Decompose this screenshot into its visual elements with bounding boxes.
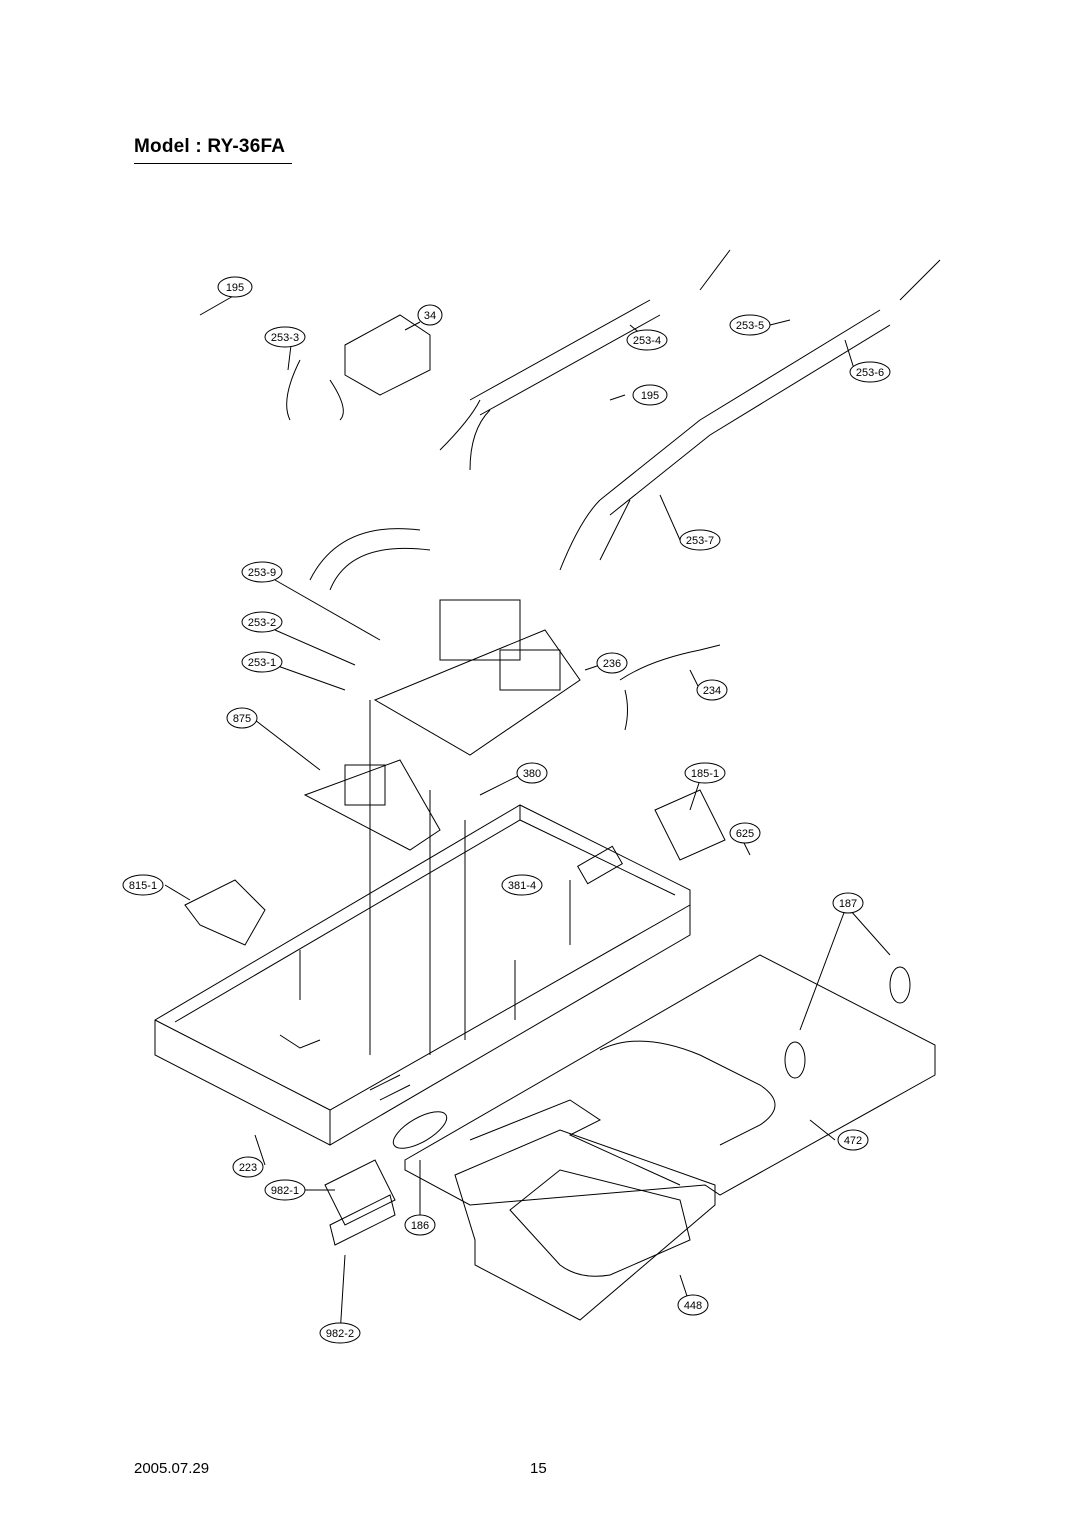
callout-234: 234 (696, 679, 728, 701)
callout-253-1: 253-1 (241, 651, 283, 673)
callout-34: 34 (417, 304, 443, 326)
svg-text:875: 875 (233, 713, 251, 725)
terminal-block (184, 879, 266, 946)
svg-text:815-1: 815-1 (129, 880, 157, 892)
callout-253-9: 253-9 (241, 561, 283, 583)
svg-text:253-6: 253-6 (856, 367, 884, 379)
callout-875: 875 (226, 707, 258, 729)
sub-pcb (303, 759, 441, 851)
svg-text:34: 34 (424, 310, 436, 322)
chassis-tray (154, 804, 691, 1146)
svg-text:253-7: 253-7 (686, 535, 714, 547)
svg-text:223: 223 (239, 1162, 257, 1174)
callout-236: 236 (596, 652, 628, 674)
page-number: 15 (530, 1460, 547, 1477)
page-title: Model : RY-36FA (134, 136, 286, 157)
svg-text:195: 195 (641, 390, 659, 402)
callout-448: 448 (677, 1294, 709, 1316)
callout-982-1: 982-1 (264, 1179, 306, 1201)
svg-text:236: 236 (603, 658, 621, 670)
main-pcb (373, 599, 581, 756)
title-underline (134, 163, 292, 164)
svg-text:982-1: 982-1 (271, 1185, 299, 1197)
svg-text:234: 234 (703, 685, 721, 697)
svg-text:448: 448 (684, 1300, 702, 1312)
svg-text:253-4: 253-4 (633, 335, 661, 347)
svg-text:982-2: 982-2 (326, 1328, 354, 1340)
svg-text:472: 472 (844, 1135, 862, 1147)
callout-187: 187 (832, 892, 864, 914)
callout-380: 380 (516, 762, 548, 784)
callout-186: 186 (404, 1214, 436, 1236)
callout-253-6: 253-6 (849, 361, 891, 383)
callout-381-4: 381-4 (501, 874, 543, 896)
svg-text:253-1: 253-1 (248, 657, 276, 669)
callout-253-2: 253-2 (241, 611, 283, 633)
callout-982-2: 982-2 (319, 1322, 361, 1344)
svg-text:253-5: 253-5 (736, 320, 764, 332)
callout-253-4: 253-4 (626, 329, 668, 351)
callout-253-7: 253-7 (679, 529, 721, 551)
callout-625: 625 (729, 822, 761, 844)
callout-195-mid: 195 (632, 384, 668, 406)
svg-text:195: 195 (226, 282, 244, 294)
svg-text:186: 186 (411, 1220, 429, 1232)
callout-223: 223 (232, 1156, 264, 1178)
callout-185-1: 185-1 (684, 762, 726, 784)
harness-tubes (439, 249, 941, 571)
svg-text:253-3: 253-3 (271, 332, 299, 344)
svg-text:185-1: 185-1 (691, 768, 719, 780)
callout-195-top: 195 (217, 276, 253, 298)
callout-472: 472 (837, 1129, 869, 1151)
svg-text:380: 380 (523, 768, 541, 780)
svg-text:253-2: 253-2 (248, 617, 276, 629)
bottom-plate (404, 954, 936, 1206)
callout-815-1: 815-1 (122, 874, 164, 896)
svg-text:625: 625 (736, 828, 754, 840)
drain-pan (454, 1129, 716, 1321)
svg-text:253-9: 253-9 (248, 567, 276, 579)
svg-text:381-4: 381-4 (508, 880, 536, 892)
callout-253-3: 253-3 (264, 326, 306, 348)
footer-date: 2005.07.29 (134, 1460, 210, 1477)
svg-text:187: 187 (839, 898, 857, 910)
callout-253-5: 253-5 (729, 314, 771, 336)
